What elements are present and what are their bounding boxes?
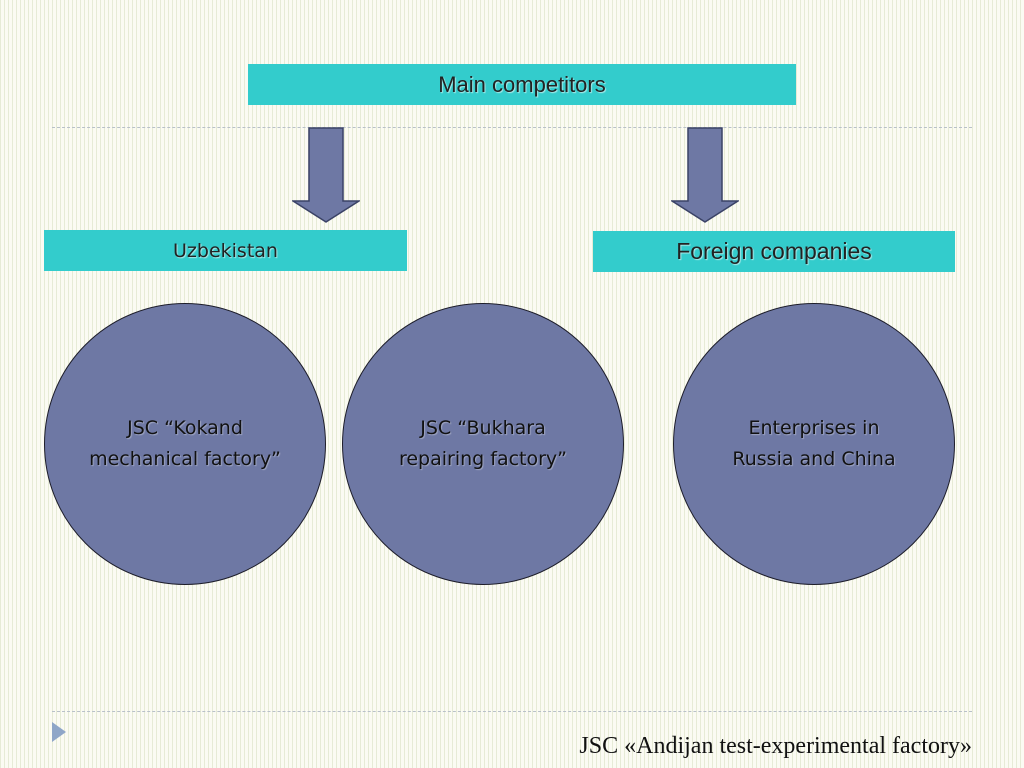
uzbekistan-box: Uzbekistan xyxy=(44,230,407,271)
arrow-down-icon xyxy=(292,127,360,223)
bottom-divider xyxy=(52,711,972,712)
russia-china-enterprises-node: Enterprises in Russia and China xyxy=(673,303,955,585)
foreign-companies-box: Foreign companies xyxy=(593,231,955,272)
kokand-factory-node: JSC “Kokand mechanical factory” xyxy=(44,303,326,585)
russia-china-enterprises-label: Enterprises in Russia and China xyxy=(732,417,896,470)
foreign-companies-label: Foreign companies xyxy=(676,238,872,264)
bukhara-factory-label: JSC “Bukhara repairing factory” xyxy=(398,417,568,470)
main-competitors-box: Main competitors xyxy=(248,64,796,105)
kokand-factory-label: JSC “Kokand mechanical factory” xyxy=(89,417,281,470)
triangle-bullet-icon xyxy=(52,722,66,742)
main-competitors-label: Main competitors xyxy=(438,71,606,97)
bukhara-factory-node: JSC “Bukhara repairing factory” xyxy=(342,303,624,585)
arrow-down-icon xyxy=(671,127,739,223)
uzbekistan-label: Uzbekistan xyxy=(173,239,278,262)
footer-company-name: JSC «Andijan test-experimental factory» xyxy=(579,733,972,759)
top-divider xyxy=(52,127,972,128)
